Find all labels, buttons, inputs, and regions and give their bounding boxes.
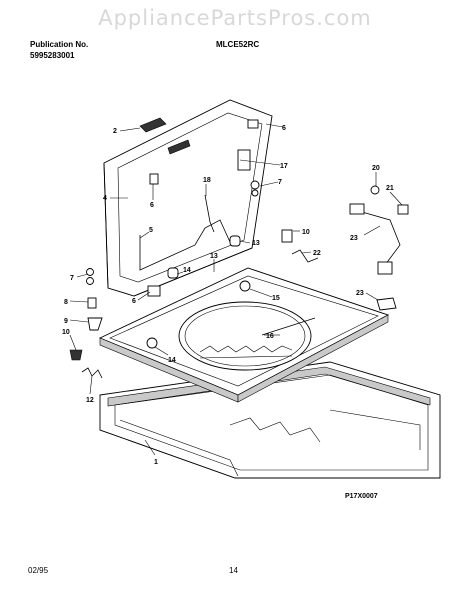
screw-15-part [261,317,316,336]
callout-23: 23 [356,290,364,297]
callout-11: 12 [86,397,94,404]
model-number: MLCE52RC [216,40,260,49]
hinge-pin-14-left-part [146,337,158,349]
wire-21-part [291,249,319,263]
lid-frame-part [103,99,273,297]
leader-lines [69,123,403,456]
callout-22: 23 [350,235,358,242]
bumper-13-upper-part [229,235,241,247]
wire-harness-22-part [354,209,401,266]
hinge-pin-14-right-part [239,280,251,292]
base-cabinet-part [99,361,441,479]
watermark: AppliancePartsPros.com [98,6,372,30]
callout-12: 13 [210,253,218,260]
footer-date: 02/95 [28,566,49,575]
callout-7-lower: 7 [70,275,74,282]
callout-1: 1 [154,459,158,466]
callout-17: 18 [203,177,211,184]
washer-7-upper-part [251,189,259,197]
callout-10-leg: 10 [62,329,70,336]
callout-13-upper: 13 [252,240,260,247]
callout-13-lower: 14 [183,267,191,274]
bracket-9-part [87,317,103,331]
screw-4-top-part [247,119,259,129]
screw-7-lower-part [86,268,94,276]
callout-5: 5 [149,227,153,234]
callout-4-lid: 6 [150,202,154,209]
clip-23-part [376,297,397,311]
leveling-leg-10-part [69,349,83,361]
callout-labels: 2 6 17 4 6 18 7 5 13 13 7 14 15 6 8 9 10… [62,125,394,466]
callout-8: 8 [64,299,68,306]
harness-connector-bottom-part [377,261,393,275]
callout-18: 20 [372,165,380,172]
publication-number: 5995283001 [30,51,75,60]
washer-7-lower-part [86,277,94,285]
callout-14-left: 14 [168,357,176,364]
callout-6-clip: 6 [132,298,136,305]
lid-switch-bracket-part [237,149,251,171]
harness-connector-top-part [349,203,365,215]
hinge-rod-part [139,219,231,271]
top-panel-part [98,267,390,403]
bumper-13-lower-part [167,267,179,279]
spring-17-part [204,194,215,233]
callout-21: 22 [313,250,321,257]
switch-10-part [281,229,293,243]
screw-7-upper-part [250,180,260,190]
callout-4-top: 6 [282,125,286,132]
footer-page-number: 14 [229,566,238,575]
callout-14-right: 15 [272,295,280,302]
publication-label: Publication No. [30,40,89,49]
screw-8-part [87,297,97,309]
callout-7-upper: 7 [278,179,282,186]
callout-9: 9 [64,318,68,325]
callout-16: 17 [280,163,288,170]
figure-code: P17X0007 [345,493,378,500]
callout-2: 2 [113,128,117,135]
lid-handle-part [139,117,191,155]
nut-20-part [397,204,409,215]
callout-10-switch: 10 [302,229,310,236]
callout-15: 16 [266,333,274,340]
callout-3: 4 [103,195,107,202]
clip-6-upper-part [147,285,161,297]
screw-4-lid-part [149,173,159,185]
screw-18-part [370,185,380,195]
callout-20: 21 [386,185,394,192]
